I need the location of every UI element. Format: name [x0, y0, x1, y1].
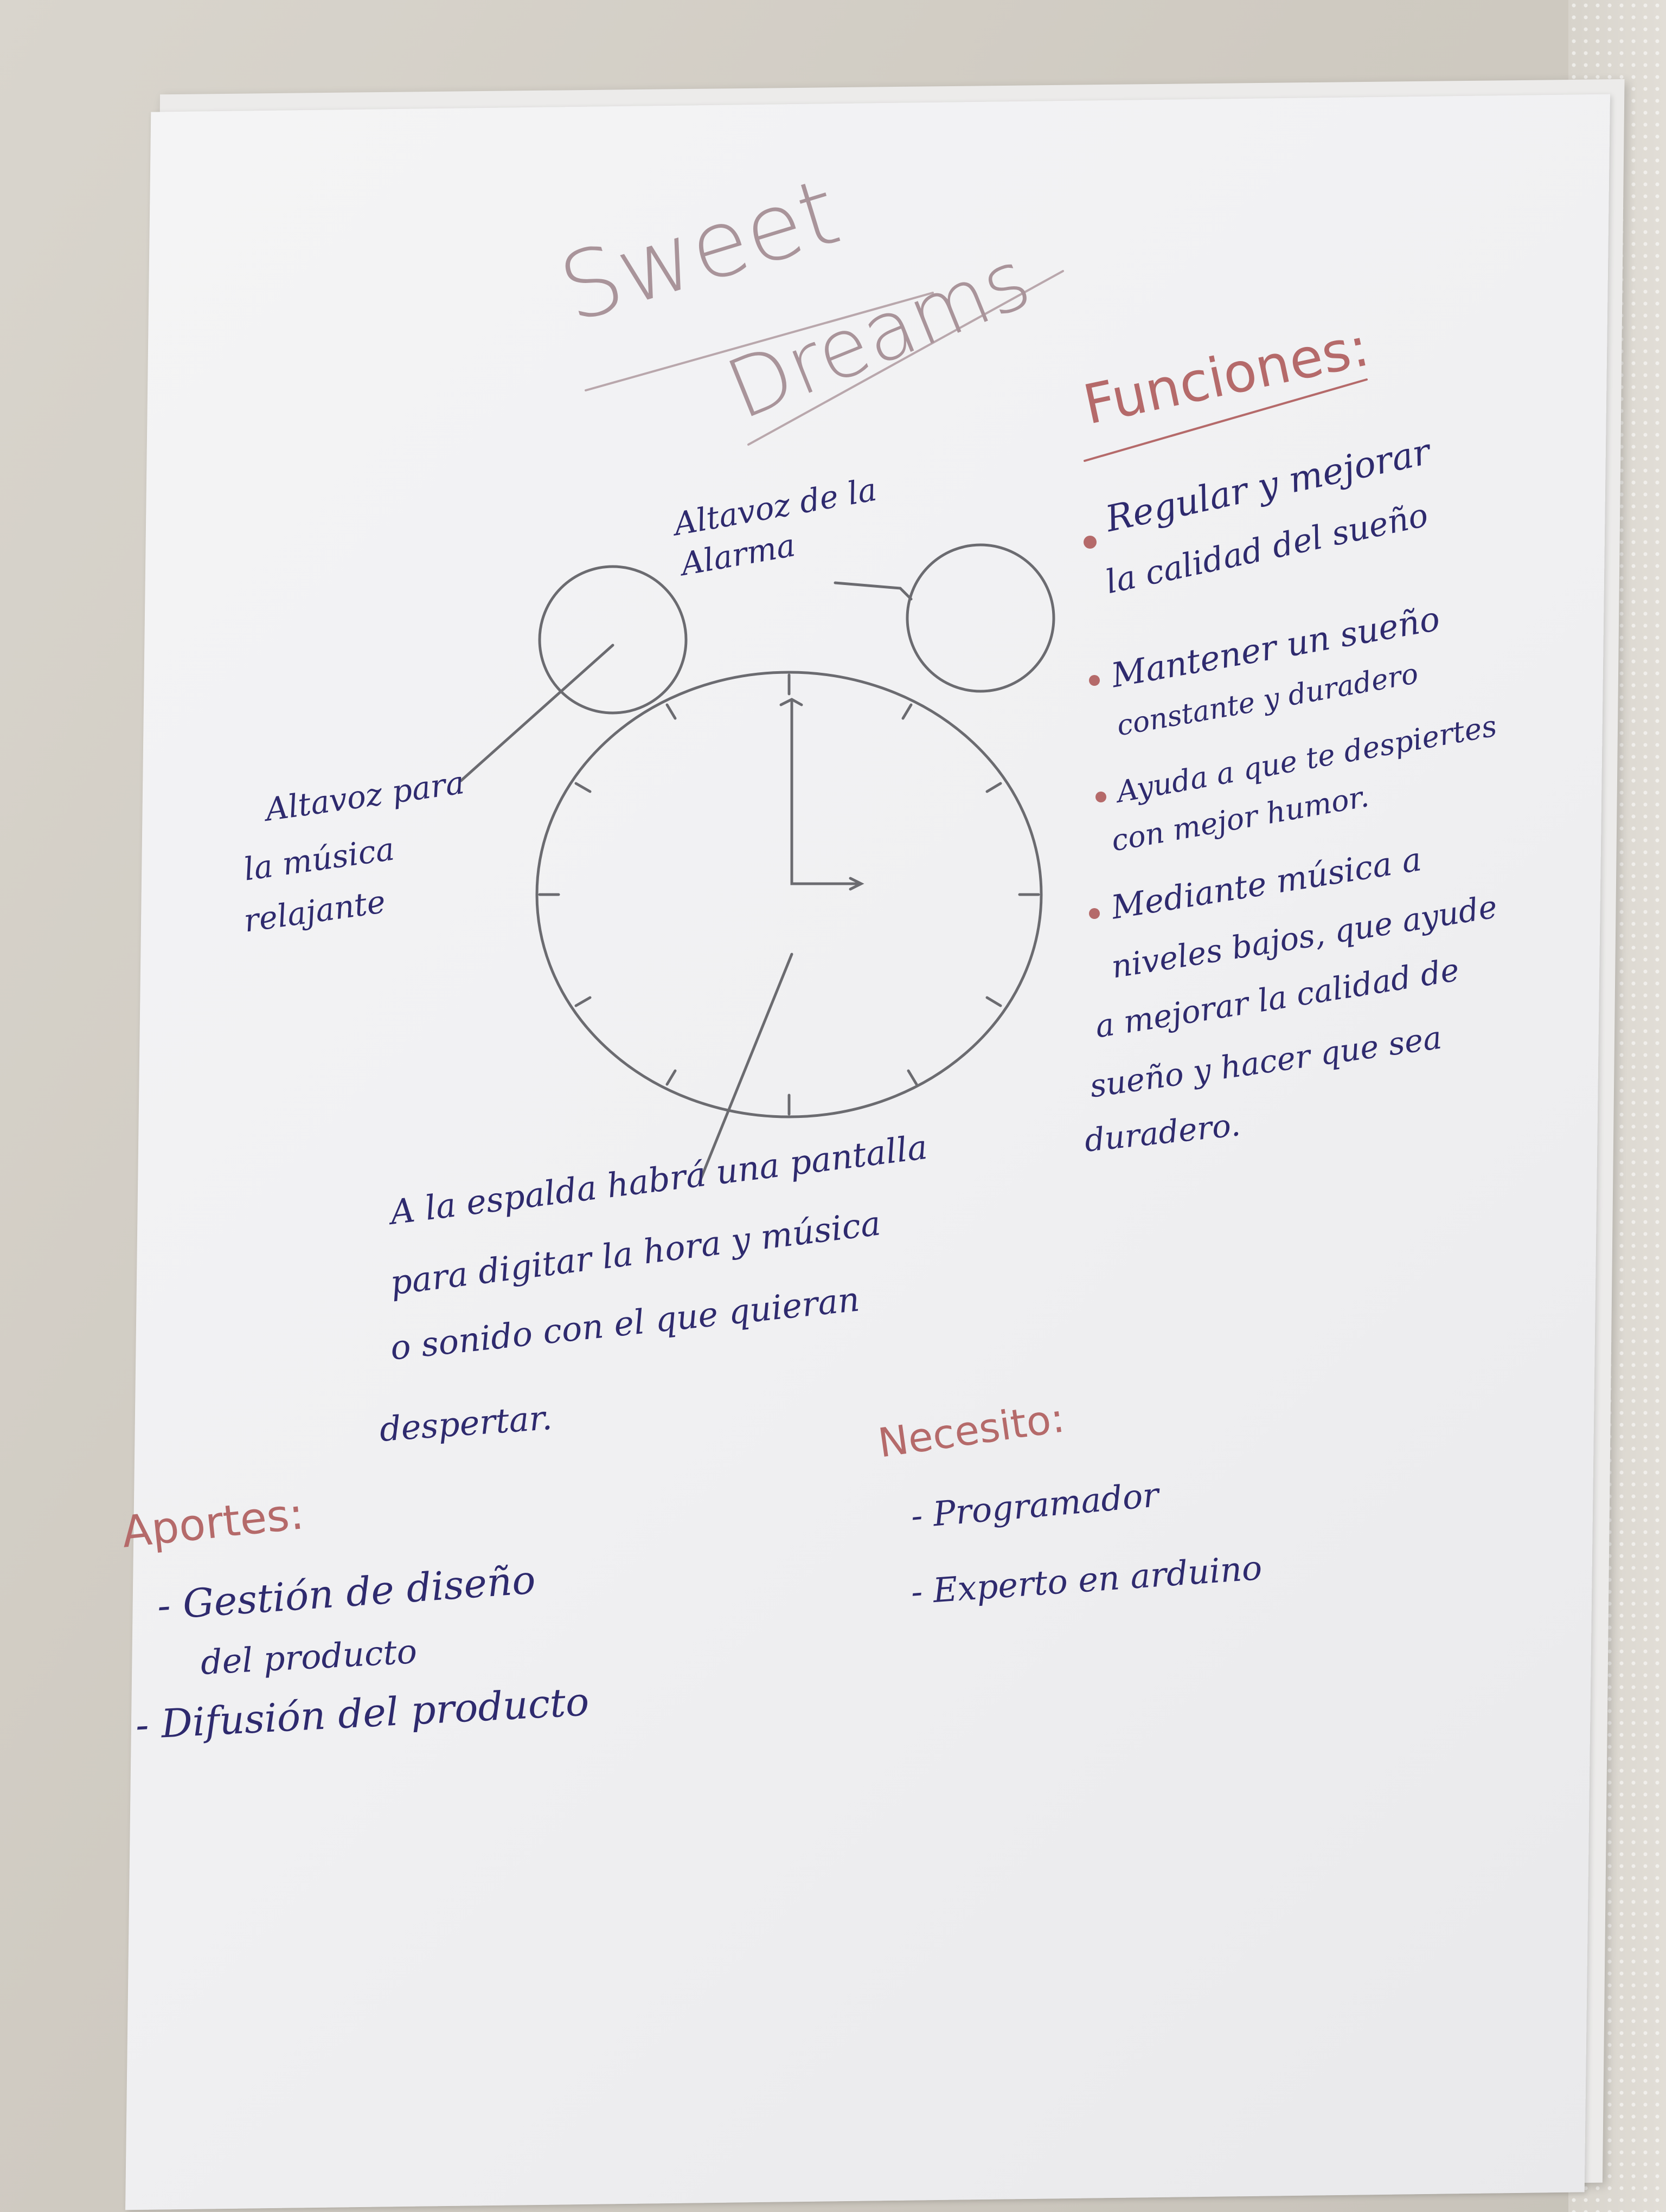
- left-bell: [538, 565, 688, 715]
- leader-line-back: [698, 953, 793, 1184]
- clock-hands: [790, 700, 861, 885]
- title-swoosh-line: [585, 292, 934, 391]
- functions-underline: [1084, 378, 1368, 462]
- title-swoosh-line: [747, 270, 1064, 446]
- bullet-icon: [1095, 792, 1106, 802]
- bullet-icon: [1089, 908, 1100, 919]
- leader-line-alarm: [834, 581, 913, 601]
- clock-face: [535, 671, 1043, 1118]
- bullet-icon: [1089, 675, 1100, 686]
- right-bell: [906, 543, 1055, 693]
- bullet-icon: [1084, 536, 1097, 549]
- leader-line-music: [459, 644, 614, 782]
